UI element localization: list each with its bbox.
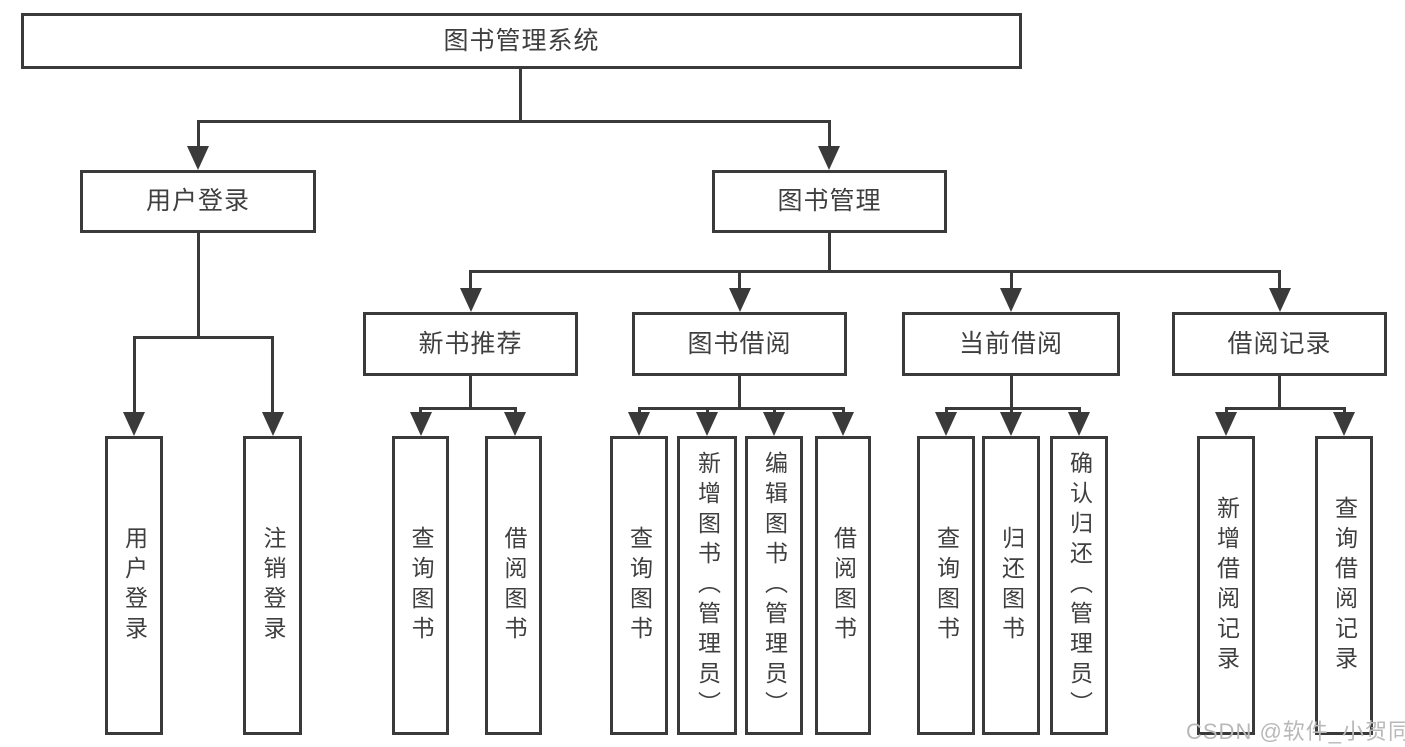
leaf-logout: 注销登录 [243, 436, 302, 735]
node-book-borrowing: 图书借阅 [632, 312, 847, 376]
connector-line [1225, 407, 1345, 410]
arrowhead-down-icon [410, 412, 432, 436]
arrowhead-down-icon [1269, 288, 1291, 312]
arrowhead-down-icon [1068, 412, 1090, 436]
connector-line [842, 407, 845, 415]
node-current-borrowing: 当前借阅 [902, 312, 1120, 376]
arrowhead-down-icon [460, 288, 482, 312]
connector-line [469, 270, 472, 290]
connector-line [738, 376, 741, 410]
arrowhead-down-icon [1333, 412, 1355, 436]
leaf-user-login: 用户登录 [105, 436, 163, 735]
arrowhead-down-icon [832, 412, 854, 436]
arrowhead-down-icon [729, 288, 751, 312]
leaf-borrow-books-recommendation: 借阅图书 [485, 436, 542, 735]
arrowhead-down-icon [262, 412, 284, 436]
connector-line [828, 120, 831, 148]
csdn-watermark: CSDN @软件_小贺同学 [1186, 719, 1405, 744]
leaf-query-books-current: 查询图书 [917, 436, 975, 735]
connector-line [828, 233, 831, 273]
node-new-book-recommendation: 新书推荐 [363, 312, 578, 376]
leaf-confirm-return-admin: 确认归还（管理员） [1050, 436, 1108, 735]
arrowhead-down-icon [123, 412, 145, 436]
leaf-add-borrow-record: 新增借阅记录 [1197, 436, 1255, 735]
leaf-query-books-recommendation: 查询图书 [392, 436, 449, 735]
leaf-return-books: 归还图书 [982, 436, 1040, 735]
connector-line [271, 336, 274, 414]
connector-line [419, 407, 422, 415]
connector-line [133, 336, 136, 414]
connector-line [706, 407, 709, 415]
connector-line [1078, 407, 1081, 415]
arrowhead-down-icon [763, 412, 785, 436]
connector-line [514, 407, 517, 415]
connector-line [1010, 407, 1013, 415]
leaf-borrow-books: 借阅图书 [815, 436, 871, 735]
leaf-add-books-admin: 新增图书（管理员） [677, 436, 737, 735]
node-user-login: 用户登录 [80, 170, 316, 233]
connector-line [638, 407, 641, 415]
connector-line [1225, 407, 1228, 415]
arrowhead-down-icon [935, 412, 957, 436]
leaf-query-books-borrowing: 查询图书 [610, 436, 668, 735]
arrowhead-down-icon [504, 412, 526, 436]
connector-line [773, 407, 776, 415]
connector-line [197, 233, 200, 339]
connector-line [638, 407, 844, 410]
connector-line [1343, 407, 1346, 415]
connector-line [419, 407, 517, 410]
connector-line [197, 120, 831, 123]
arrowhead-down-icon [818, 146, 840, 170]
leaf-edit-books-admin: 编辑图书（管理员） [745, 436, 803, 735]
connector-line [1010, 270, 1013, 290]
node-book-management: 图书管理 [712, 170, 947, 233]
connector-line [469, 376, 472, 410]
connector-line [197, 120, 200, 148]
arrowhead-down-icon [1000, 288, 1022, 312]
connector-line [1010, 376, 1013, 410]
leaf-query-borrow-record: 查询借阅记录 [1315, 436, 1373, 735]
arrowhead-down-icon [1000, 412, 1022, 436]
arrowhead-down-icon [696, 412, 718, 436]
connector-line [469, 270, 1281, 273]
connector-line [1278, 376, 1281, 410]
node-library-management-system: 图书管理系统 [21, 13, 1022, 69]
connector-line [738, 270, 741, 290]
connector-line [1278, 270, 1281, 290]
connector-line [133, 336, 274, 339]
arrowhead-down-icon [187, 146, 209, 170]
node-borrowing-records: 借阅记录 [1172, 312, 1387, 376]
connector-line [945, 407, 948, 415]
connector-line [519, 69, 522, 123]
arrowhead-down-icon [628, 412, 650, 436]
arrowhead-down-icon [1215, 412, 1237, 436]
